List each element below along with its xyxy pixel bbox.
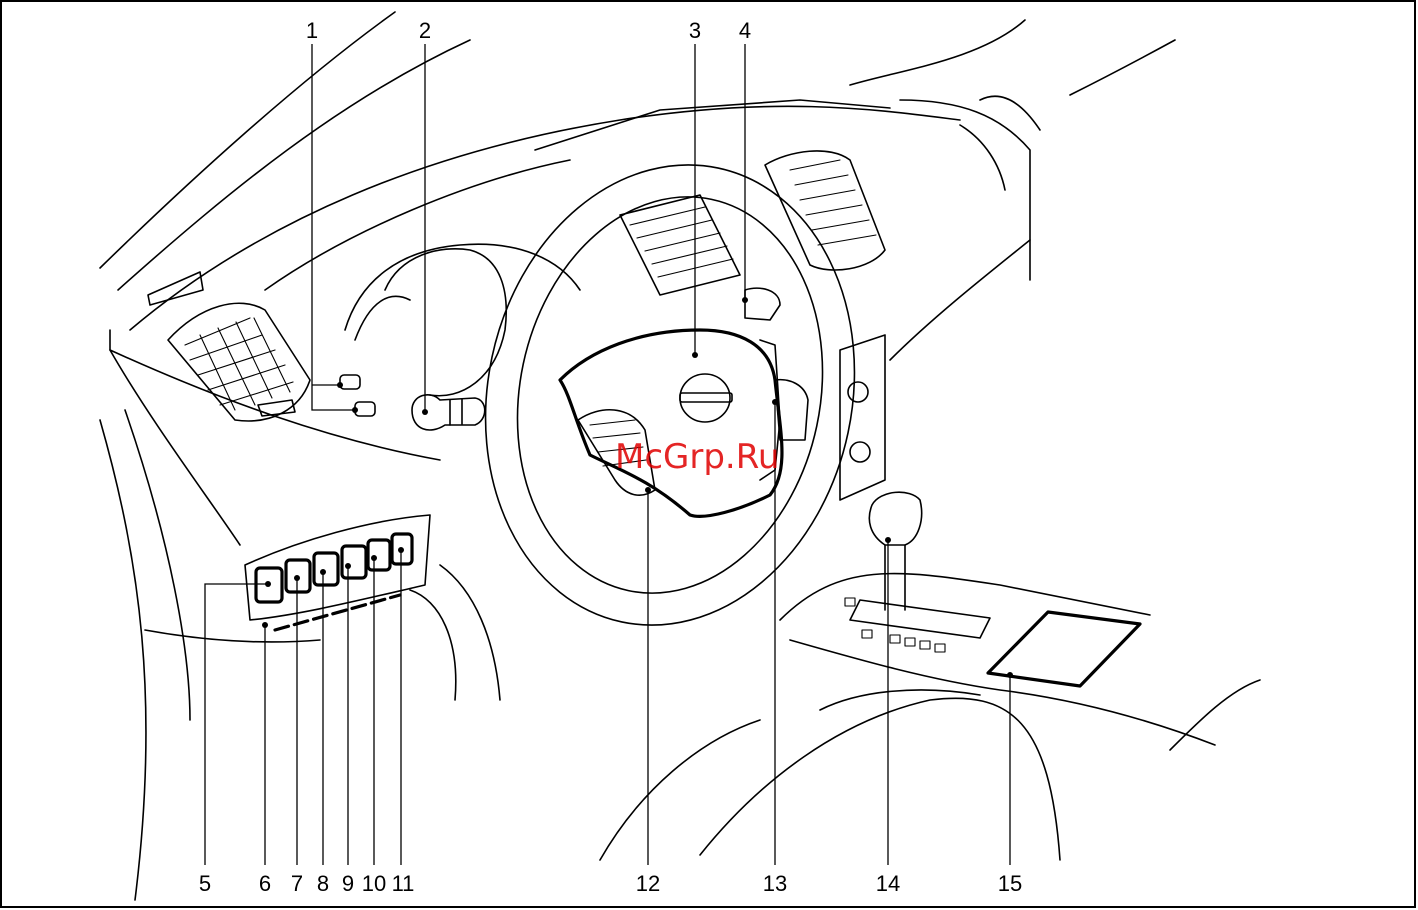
callout-6: 6 [259,871,271,896]
callout-8: 8 [317,871,329,896]
callout-11: 11 [392,871,415,896]
callout-5: 5 [199,871,211,896]
callout-1: 1 [306,18,318,43]
callout-7: 7 [291,871,303,896]
leader-lines [205,44,1010,865]
callout-4: 4 [739,18,751,43]
callout-10: 10 [362,871,386,896]
callout-3: 3 [689,18,701,43]
callout-15: 15 [998,871,1022,896]
watermark-text: McGrp.Ru [615,437,779,477]
leader-5 [205,584,268,865]
callout-13: 13 [763,871,787,896]
callout-9: 9 [342,871,354,896]
callout-12: 12 [636,871,660,896]
leader-1 [312,44,355,410]
callout-2: 2 [419,18,431,43]
callout-14: 14 [876,871,900,896]
